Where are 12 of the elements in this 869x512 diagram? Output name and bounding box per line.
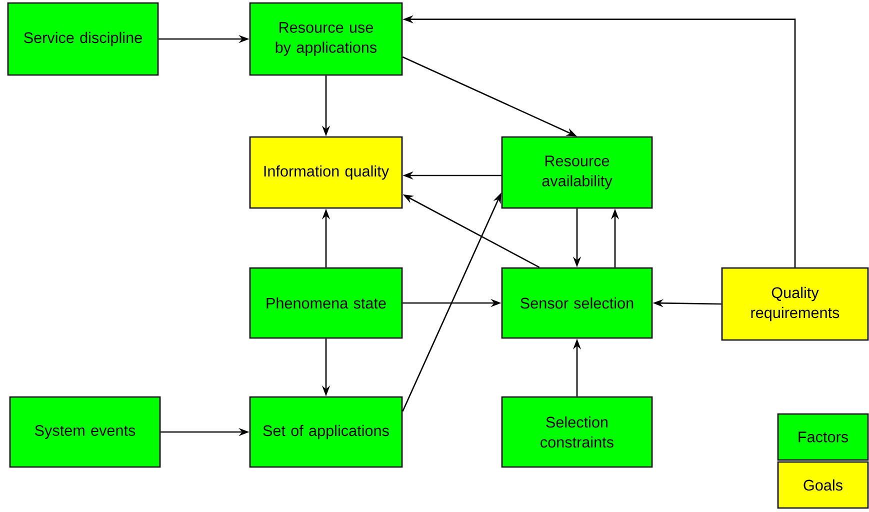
factor-box: Resource use by applications [249,2,403,76]
factor-box: Service discipline [7,2,159,76]
factor-box: Phenomena state [249,267,403,339]
factor-box: Sensor selection [501,267,653,339]
legend-item: Factors [777,413,869,461]
factor-box: Selection constraints [501,396,653,468]
factor-box: Resource availability [501,136,653,209]
factor-box: Quality requirements [721,267,869,341]
legend-item: Goals [777,461,869,509]
factor-box: Set of applications [249,396,403,468]
factor-box: System events [9,396,161,468]
factor-box: Information quality [249,136,403,209]
